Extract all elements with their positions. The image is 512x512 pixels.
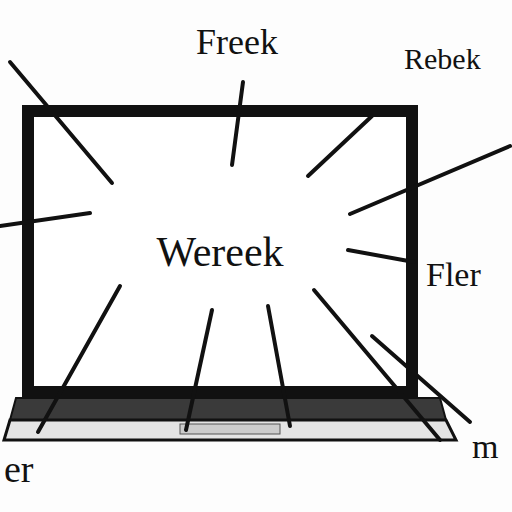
keyboard-deck bbox=[10, 398, 446, 420]
screen-word: Wereek bbox=[156, 228, 283, 276]
word-label: Fler bbox=[426, 258, 481, 292]
word-label: Freek bbox=[196, 24, 278, 60]
word-label: m bbox=[472, 430, 498, 464]
word-label: Rebek bbox=[404, 44, 481, 74]
touchpad bbox=[180, 424, 280, 434]
laptop-base bbox=[4, 420, 456, 440]
word-label: er bbox=[4, 450, 34, 488]
screen-box: Wereek bbox=[22, 105, 418, 398]
